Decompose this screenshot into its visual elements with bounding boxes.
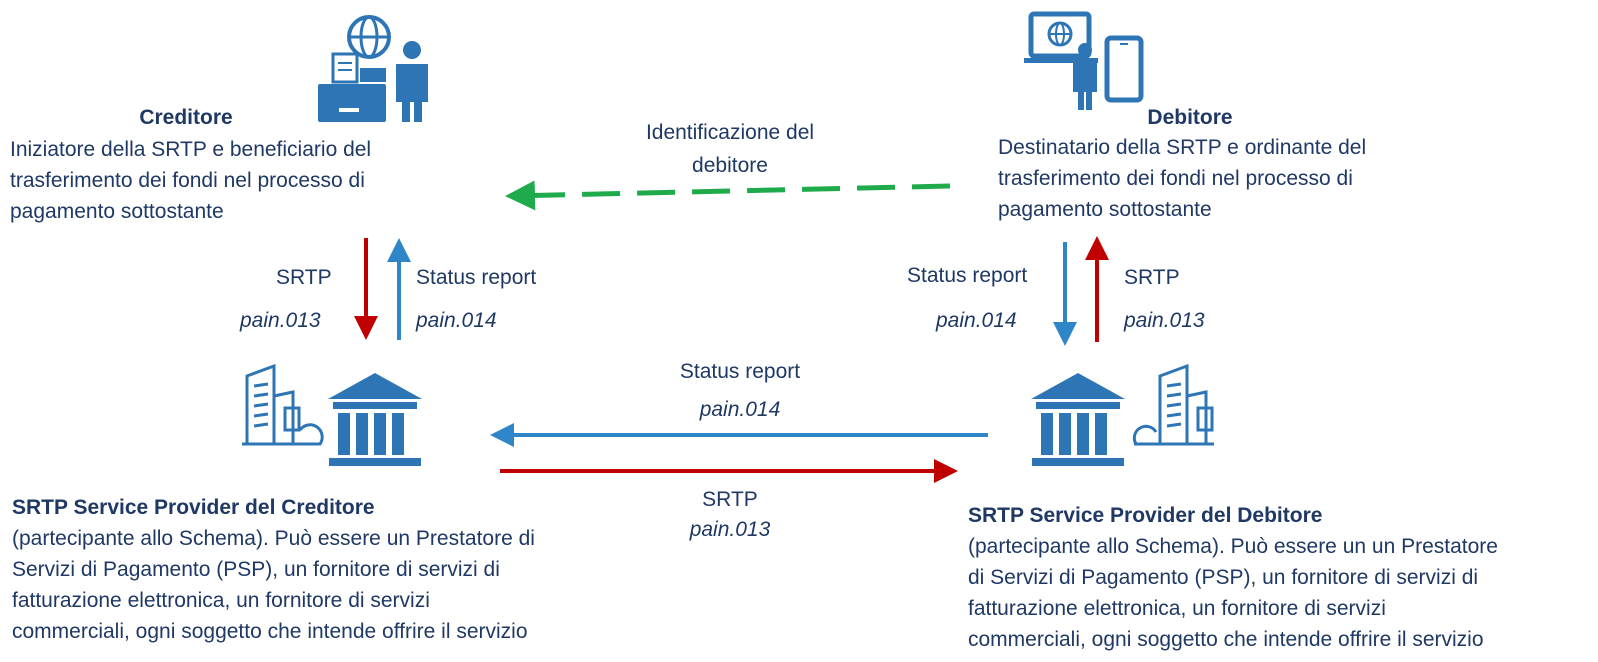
office-building-icon [242,363,324,446]
right-status-label: Status report [907,264,1028,287]
identification-arrow [505,180,951,211]
psp-debitore-desc-line: fatturazione elettronica, un fornitore d… [968,597,1386,620]
provider-srtp-code: pain.013 [689,518,771,541]
left-srtp-label: SRTP [276,266,332,289]
identification-label: debitore [692,154,768,177]
provider-srtp-label: SRTP [702,488,758,511]
provider-status-code: pain.014 [699,398,781,421]
psp-creditore-desc-line: Servizi di Pagamento (PSP), un fornitore… [12,558,500,581]
creditore-desc-line: trasferimento dei fondi nel processo di [10,169,365,192]
right-srtp-label: SRTP [1124,266,1180,289]
office-building-icon [1132,363,1214,446]
psp-creditore-title: SRTP Service Provider del Creditore [12,496,375,519]
right-srtp-code: pain.013 [1124,309,1205,332]
bank-icon [328,373,422,466]
right-status-code: pain.014 [936,309,1017,332]
identification-label: Identificazione del [645,121,815,144]
debitore-desc-line: trasferimento dei fondi nel processo di [998,167,1353,190]
merchant-cash-register-icon [318,15,428,122]
creditore-title: Creditore [139,106,233,129]
psp-debitore-desc-line: commerciali, ogni soggetto che intende o… [968,628,1484,651]
psp-creditore-desc-line: commerciali, ogni soggetto che intende o… [12,620,528,643]
psp-creditore-desc-line: (partecipante allo Schema). Può essere u… [12,527,535,550]
left-srtp-code: pain.013 [240,309,321,332]
debitore-title: Debitore [1147,106,1233,129]
debitore-desc-line: pagamento sottostante [998,198,1212,221]
left-status-code: pain.014 [416,309,497,332]
psp-debitore-title: SRTP Service Provider del Debitore [968,504,1323,527]
creditore-desc-line: pagamento sottostante [10,200,224,223]
left-status-label: Status report [416,266,537,289]
bank-icon [1031,373,1125,466]
debitore-desc-line: Destinatario della SRTP e ordinante del [998,136,1367,159]
psp-creditore-desc-line: fatturazione elettronica, un fornitore d… [12,589,430,612]
provider-status-label: Status report [679,360,801,383]
psp-debitore-desc-line: di Servizi di Pagamento (PSP), un fornit… [968,566,1479,589]
user-laptop-phone-icon [1024,11,1144,110]
creditore-desc-line: Iniziatore della SRTP e beneficiario del [10,138,372,161]
psp-debitore-desc-line: (partecipante allo Schema). Può essere u… [968,535,1498,558]
